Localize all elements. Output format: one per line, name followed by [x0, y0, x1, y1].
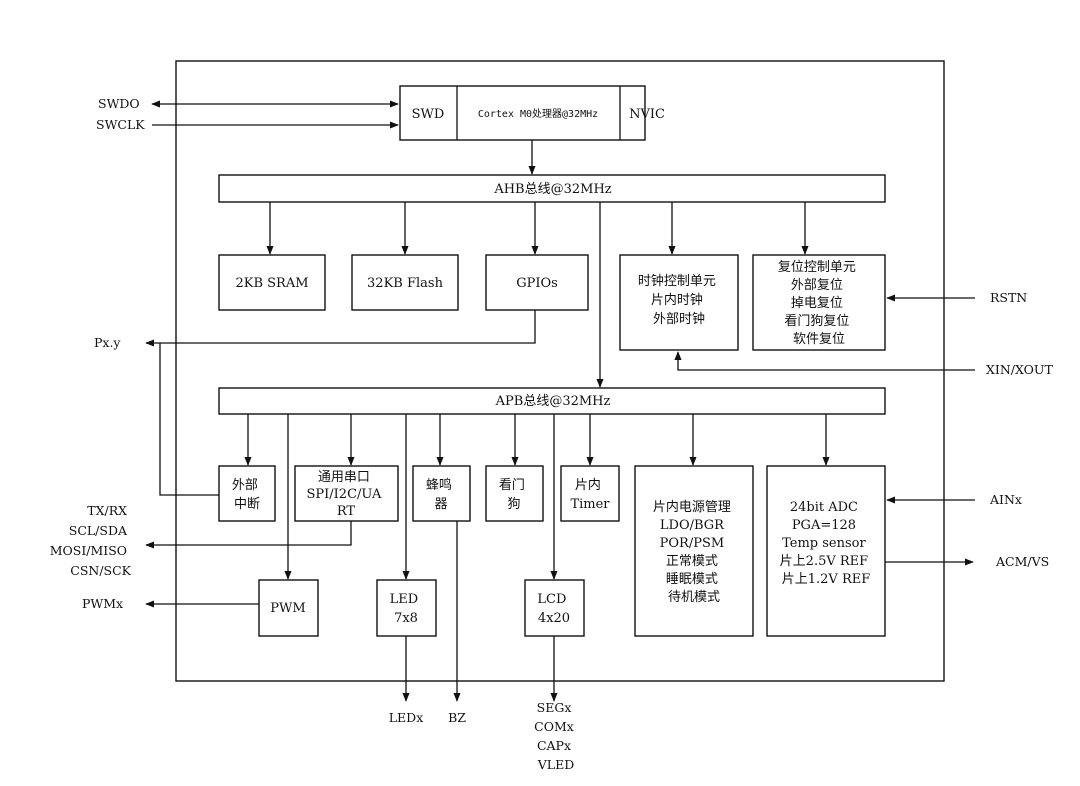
pxy-label: Px.y: [94, 335, 121, 350]
gpio-block: [485, 254, 589, 311]
led-text: LED 7x8: [390, 592, 423, 626]
adc-block: [766, 465, 886, 637]
reset-control-block: [752, 254, 886, 351]
pwm-label: PWM: [270, 601, 305, 616]
flash-label: 32KB Flash: [367, 276, 444, 291]
watchdog-text: 看门 狗: [499, 477, 529, 512]
power-management-text: 片内电源管理 LDO/BGR POR/PSM 正常模式 睡眠模式 待机模式: [653, 499, 735, 605]
swdo-label: SWDO: [98, 96, 140, 111]
reset-control-text: 复位控制单元 外部复位 掉电复位 看门狗复位 软件复位: [778, 260, 860, 347]
ahb-bus: [218, 174, 886, 203]
timer-text: 片内 Timer: [570, 477, 610, 512]
serial-pins-label: TX/RX SCL/SDA MOSI/MISO CSN/SCK: [50, 503, 132, 578]
chip-boundary: [175, 60, 945, 682]
connections: [145, 100, 975, 702]
ledx-label: LEDx: [389, 710, 424, 725]
gpio-label: GPIOs: [516, 276, 558, 291]
exti-block: [218, 465, 276, 522]
swd-label: SWD: [412, 107, 445, 122]
buzzer-block: [412, 465, 471, 522]
led-block: [376, 579, 437, 637]
rstn-label: RSTN: [990, 290, 1027, 305]
cpu-label: Cortex M0处理器@32MHz: [478, 108, 598, 120]
lcd-block: [524, 579, 585, 637]
uart-text: 通用串口 SPI/I2C/UA RT: [307, 470, 386, 519]
apb-bus-label: APB总线@32MHz: [495, 394, 611, 409]
power-management-block: [634, 465, 754, 637]
lcd-pins-label: SEGx COMx CAPx VLED: [534, 700, 578, 772]
timer-block: [560, 465, 620, 522]
xin-xout-label: XIN/XOUT: [986, 362, 1053, 377]
clock-control-block: [619, 254, 739, 351]
bz-label: BZ: [448, 710, 466, 725]
lcd-text: LCD 4x20: [537, 592, 570, 626]
watchdog-block: [485, 465, 544, 522]
sram-block: [218, 254, 326, 311]
clock-control-text: 时钟控制单元 片内时钟 外部时钟: [638, 273, 720, 327]
ainx-label: AINx: [989, 492, 1022, 507]
exti-text: 外部 中断: [232, 478, 262, 512]
pwmx-label: PWMx: [82, 596, 123, 611]
buzzer-text: 蜂鸣 器: [426, 477, 456, 512]
pwm-block: [258, 579, 319, 637]
swclk-label: SWCLK: [96, 117, 145, 132]
ahb-bus-label: AHB总线@32MHz: [493, 182, 611, 197]
nvic-label: NVIC: [629, 107, 665, 122]
acm-vs-label: ACM/VS: [995, 554, 1049, 569]
core-block: SWD Cortex M0处理器@32MHz NVIC: [399, 85, 665, 141]
uart-block: [294, 465, 399, 522]
apb-bus: [218, 387, 886, 415]
flash-block: [351, 254, 459, 311]
adc-text: 24bit ADC PGA=128 Temp sensor 片上2.5V REF…: [780, 500, 873, 587]
sram-label: 2KB SRAM: [235, 276, 308, 291]
